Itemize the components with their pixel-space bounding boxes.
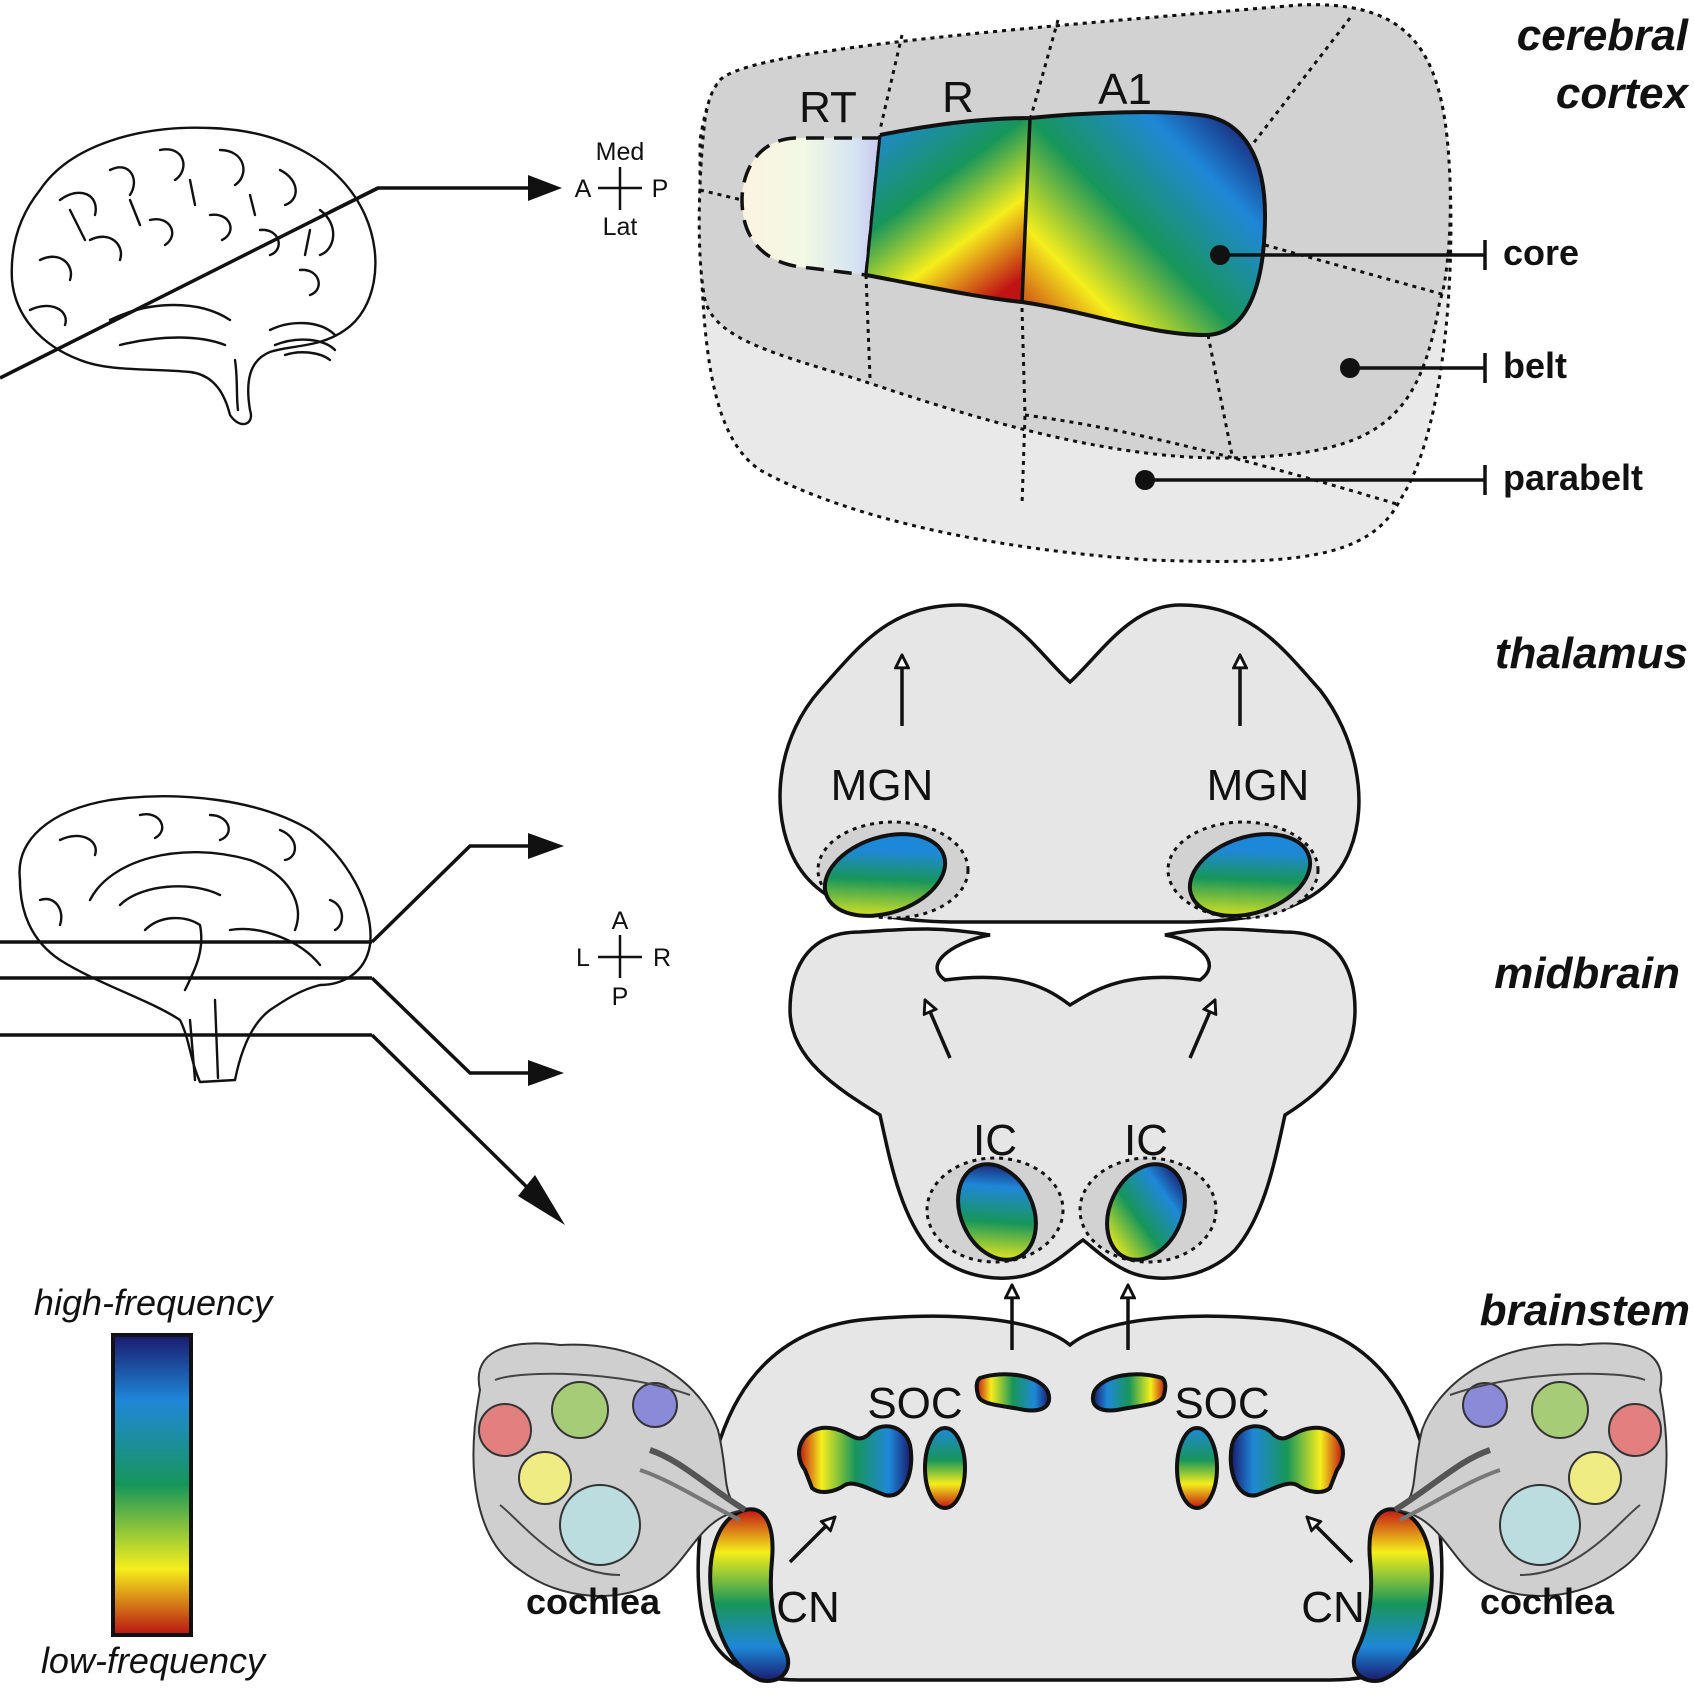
- lso-right-nucleus: [1228, 1424, 1345, 1498]
- axial-compass: A L R P: [576, 907, 671, 1011]
- ic-left-arrow: [925, 1000, 952, 1059]
- cn-right-arrow: [1307, 1517, 1354, 1564]
- rt-label: RT: [799, 83, 857, 132]
- r-a1-border: [1020, 117, 1032, 303]
- mntb-left-nucleus: [974, 1372, 1052, 1413]
- ic-right-label: IC: [1124, 1116, 1168, 1165]
- mgn-left-nucleus: [822, 832, 948, 918]
- core-outline: [865, 110, 1268, 338]
- cortex-map: RT R A1 core belt parabelt: [697, 3, 1643, 563]
- belt-label: belt: [1503, 345, 1567, 386]
- cochlea-right-label: cochlea: [1480, 1581, 1615, 1622]
- belt-pointer: [1340, 353, 1487, 383]
- cortex-title: cortex: [1556, 69, 1690, 118]
- core-pointer: [1210, 240, 1487, 270]
- cn-right-label: CN: [1301, 1583, 1365, 1632]
- compass-lat-label: Lat: [603, 213, 638, 241]
- midbrain-section: [788, 927, 1357, 1280]
- thalamus-title: thalamus: [1495, 629, 1688, 678]
- cortex-compass: Med A P Lat: [575, 138, 669, 241]
- thalamus-arrowhead: [528, 833, 564, 859]
- lateral-brain-illustration: [10, 126, 377, 426]
- midbrain-title: midbrain: [1494, 949, 1680, 998]
- compass-med-label: Med: [596, 138, 645, 166]
- mso-left-nucleus: [923, 1426, 967, 1510]
- cn-left-arrow: [788, 1517, 835, 1564]
- compass-a-label: A: [575, 175, 592, 203]
- a1-label: A1: [1098, 65, 1152, 114]
- compass-r-label: R: [653, 944, 671, 972]
- soc-right-label: SOC: [1174, 1379, 1269, 1428]
- cochlea-left-illustration: [472, 1342, 747, 1597]
- field-borders: [699, 17, 1446, 507]
- brainstem-title: brainstem: [1480, 1286, 1690, 1335]
- soc-left-label: SOC: [867, 1379, 962, 1428]
- cn-left-nucleus: [708, 1507, 791, 1683]
- mgn-right-label: MGN: [1207, 761, 1310, 810]
- brainstem-section: [696, 1314, 1444, 1682]
- medial-brain-illustration: [18, 795, 372, 1084]
- mntb-right-nucleus: [1090, 1372, 1168, 1413]
- ic-left-label: IC: [973, 1116, 1017, 1165]
- ic-left-nucleus: [956, 1162, 1038, 1262]
- cochlea-right-illustration: [1393, 1342, 1668, 1597]
- legend-high-label: high-frequency: [34, 1282, 274, 1323]
- cortex-arrowhead: [528, 175, 562, 201]
- cn-left-label: CN: [776, 1583, 840, 1632]
- rt-r-border: [864, 134, 882, 276]
- thalamus-section-arrow: [370, 844, 528, 944]
- parabelt-pointer: [1135, 465, 1487, 495]
- mgn-left-label: MGN: [831, 761, 934, 810]
- mgn-right-nucleus: [1187, 832, 1313, 918]
- legend-low-label: low-frequency: [41, 1640, 267, 1681]
- r-label: R: [942, 73, 974, 122]
- brainstem-arrowhead: [518, 1175, 565, 1225]
- parabelt-label: parabelt: [1503, 457, 1643, 498]
- r-field: [866, 118, 1030, 302]
- brainstem-section-arrow: [370, 1033, 542, 1202]
- lso-left-nucleus: [797, 1424, 914, 1498]
- mso-right-nucleus: [1175, 1426, 1219, 1510]
- cn-right-nucleus: [1351, 1507, 1434, 1683]
- cortex-section-line: [0, 186, 379, 380]
- cortex-section-arrow: [329, 186, 528, 214]
- compass-p-axial-label: P: [612, 983, 629, 1011]
- compass-a-axial-label: A: [612, 907, 629, 935]
- cerebral-title: cerebral: [1517, 11, 1689, 60]
- ic-right-arrow: [1188, 1000, 1215, 1059]
- cochlea-left-label: cochlea: [526, 1581, 661, 1622]
- a1-field: [1022, 112, 1265, 335]
- core-label: core: [1503, 232, 1579, 273]
- ic-right-nucleus: [1105, 1162, 1187, 1262]
- midbrain-arrowhead: [528, 1060, 564, 1086]
- legend-colorbar: [111, 1333, 193, 1637]
- midbrain-section-arrow: [370, 976, 528, 1075]
- frequency-legend: high-frequency low-frequency: [34, 1282, 274, 1681]
- compass-l-label: L: [576, 944, 590, 972]
- compass-p-label: P: [652, 175, 669, 203]
- rt-field: [740, 136, 882, 277]
